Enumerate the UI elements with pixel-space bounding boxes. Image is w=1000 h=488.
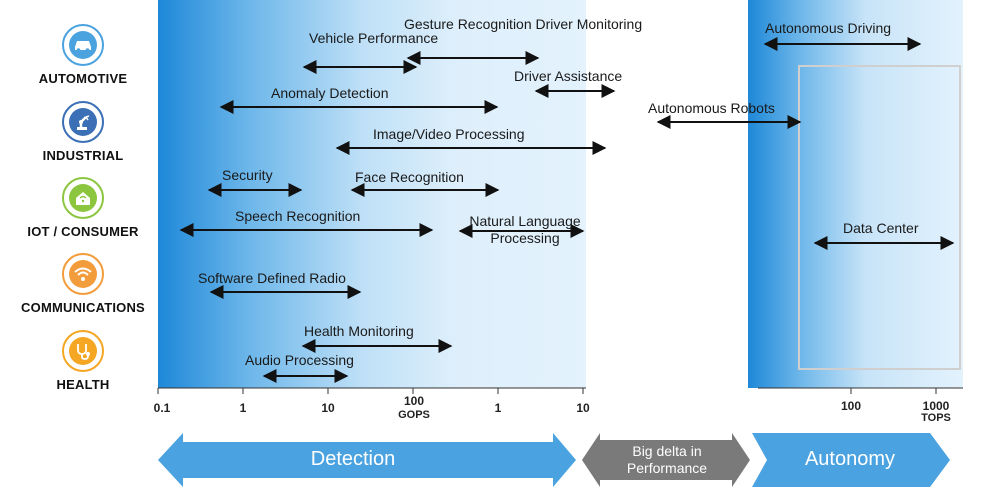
detection-arrow-shape bbox=[158, 433, 576, 487]
sector-communications: COMMUNICATIONS bbox=[8, 253, 158, 315]
tops-tick-10: 10 bbox=[576, 401, 590, 415]
tops-unit: TOPS bbox=[921, 412, 951, 424]
sector-name-communications: COMMUNICATIONS bbox=[21, 300, 145, 315]
label-natural-language-processing: Natural Language Processing bbox=[469, 213, 581, 246]
data-center-frame bbox=[798, 65, 961, 370]
tops-tick-1000: 1000 bbox=[922, 399, 950, 413]
stethoscope-icon bbox=[62, 330, 104, 372]
gops-tick-1: 1 bbox=[239, 401, 247, 415]
tops-tick-100: 100 bbox=[840, 399, 862, 413]
autonomy-arrow-shape bbox=[752, 433, 950, 487]
label-face-recognition: Face Recognition bbox=[355, 169, 464, 185]
label-speech-recognition: Speech Recognition bbox=[235, 208, 361, 224]
robot-arm-icon bbox=[62, 101, 104, 143]
label-autonomous-robots: Autonomous Robots bbox=[648, 100, 775, 116]
gops-tick-0-1: 0.1 bbox=[153, 401, 171, 415]
label-software-defined-radio: Software Defined Radio bbox=[198, 270, 346, 286]
sector-name-automotive: AUTOMOTIVE bbox=[38, 71, 128, 86]
label-audio-processing: Audio Processing bbox=[245, 352, 354, 368]
sector-iot-consumer: IOT / CONSUMER bbox=[8, 177, 158, 239]
delta-label: Big delta in Performance bbox=[626, 443, 708, 476]
label-security: Security bbox=[222, 167, 273, 183]
label-autonomous-driving: Autonomous Driving bbox=[765, 20, 892, 36]
smart-home-icon bbox=[62, 177, 104, 219]
gops-tick-10: 10 bbox=[321, 401, 335, 415]
autonomy-panel bbox=[748, 0, 963, 388]
tops-tick-1: 1 bbox=[494, 401, 502, 415]
wifi-icon bbox=[62, 253, 104, 295]
label-data-center: Data Center bbox=[843, 220, 919, 236]
sector-name-iot-consumer: IOT / CONSUMER bbox=[27, 224, 139, 239]
sector-industrial: INDUSTRIAL bbox=[8, 101, 158, 163]
label-health-monitoring: Health Monitoring bbox=[304, 323, 414, 339]
label-anomaly-detection: Anomaly Detection bbox=[271, 85, 389, 101]
delta-arrow-shape bbox=[582, 433, 750, 487]
sector-name-industrial: INDUSTRIAL bbox=[42, 148, 124, 163]
autonomy-label: Autonomy bbox=[804, 448, 896, 470]
gops-tick-100: 100 bbox=[403, 394, 425, 408]
sector-automotive: AUTOMOTIVE bbox=[8, 24, 158, 86]
gops-unit: GOPS bbox=[398, 409, 430, 421]
sector-name-health: HEALTH bbox=[56, 377, 110, 392]
detection-label: Detection bbox=[310, 448, 396, 470]
sector-health: HEALTH bbox=[8, 330, 158, 392]
car-icon bbox=[62, 24, 104, 66]
label-image-video-processing: Image/Video Processing bbox=[373, 126, 525, 142]
label-driver-assistance: Driver Assistance bbox=[514, 68, 623, 84]
